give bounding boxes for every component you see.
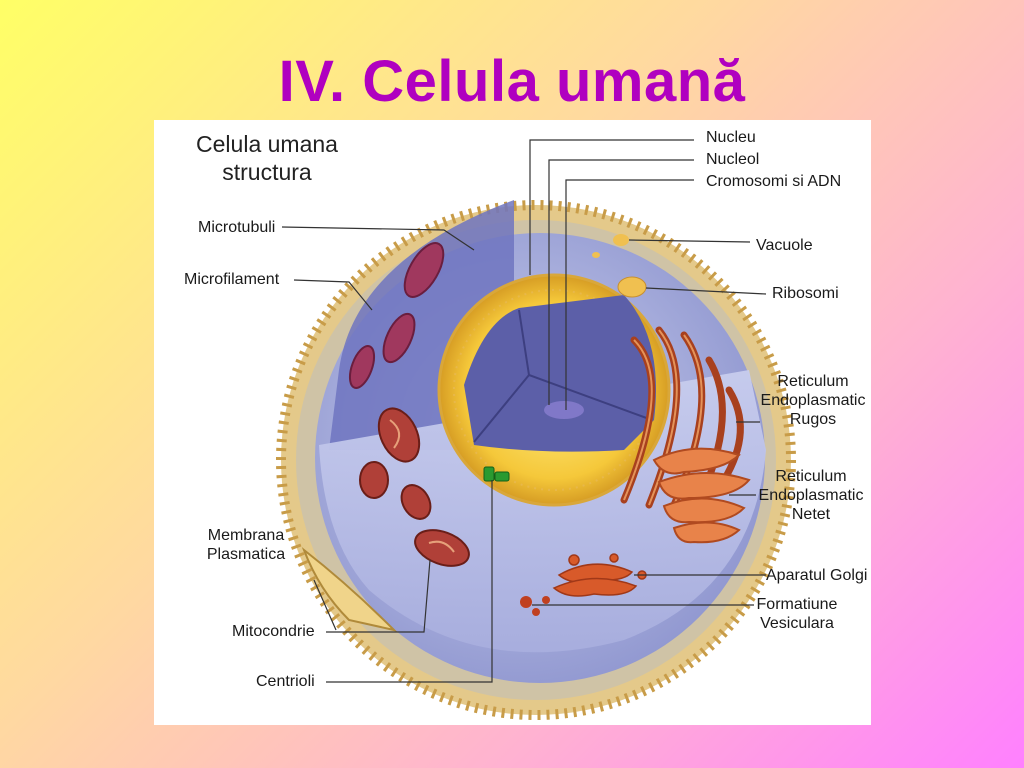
label-rer-line3: Rugos (789, 411, 837, 428)
ribosome-blob (617, 276, 647, 298)
cell-diagram-panel: Celula umana structura Nucleu Nucleol Cr… (154, 120, 871, 725)
slide-title: IV. Celula umană (278, 49, 746, 114)
label-vesic-line1: Formatiune (756, 596, 838, 613)
label-rer-line2: Endoplasmatic (760, 392, 866, 409)
label-vesic-line2: Vesiculara (760, 615, 834, 632)
label-ser-line3: Netet (791, 506, 831, 523)
label-membrana-line1: Membrana (207, 527, 285, 544)
diagram-heading-line2: structura (222, 159, 312, 185)
smooth-er (652, 447, 751, 544)
label-microfilament: Microfilament (184, 271, 280, 288)
label-vesicular: Formatiune Vesiculara (752, 595, 842, 633)
label-ser-line1: Reticulum (775, 468, 847, 485)
vesicles (520, 596, 550, 616)
label-microtubuli: Microtubuli (198, 219, 276, 236)
label-mitocondrie: Mitocondrie (232, 623, 315, 640)
mitochondria (359, 407, 470, 567)
label-membrana-line2: Plasmatica (206, 546, 286, 563)
nucleolus (544, 401, 584, 419)
label-rer: Reticulum Endoplasmatic Rugos (758, 372, 868, 429)
label-ser: Reticulum Endoplasmatic Netet (756, 467, 866, 524)
nucleus-interior (464, 295, 656, 452)
leader-lines (281, 139, 767, 683)
centrioles (483, 466, 510, 482)
wall-vesicles (348, 242, 445, 389)
label-membrana: Membrana Plasmatica (198, 526, 294, 564)
plasma-membrane-cut (301, 547, 398, 632)
label-cromosomi: Cromosomi si ADN (706, 173, 842, 190)
label-ser-line2: Endoplasmatic (758, 487, 864, 504)
diagram-heading-line1: Celula umana (196, 131, 338, 157)
label-nucleu: Nucleu (706, 129, 756, 146)
cell-illustration (276, 139, 796, 720)
label-rer-line1: Reticulum (777, 373, 849, 390)
diagram-heading: Celula umana structura (172, 130, 362, 186)
label-centrioli: Centrioli (256, 673, 315, 690)
label-nucleol: Nucleol (706, 151, 760, 168)
label-vacuole: Vacuole (756, 237, 813, 254)
label-golgi: Aparatul Golgi (766, 567, 868, 584)
golgi-apparatus (552, 553, 647, 597)
label-ribosomi: Ribosomi (772, 285, 839, 302)
vacuole (613, 234, 629, 246)
